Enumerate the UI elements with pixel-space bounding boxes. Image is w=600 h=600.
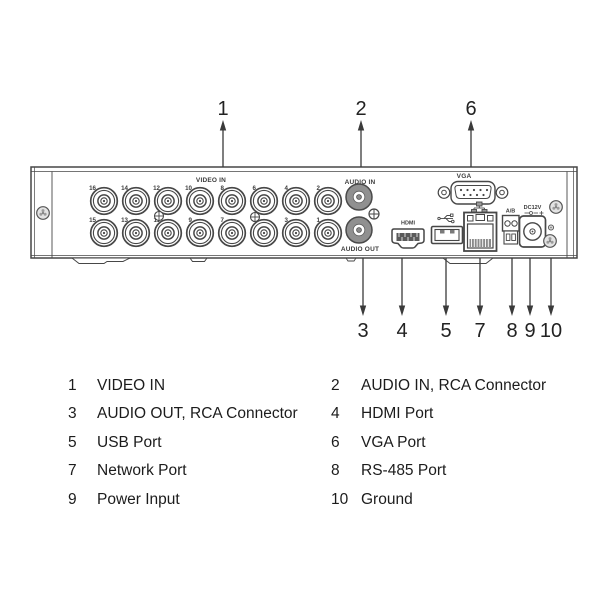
usb-icon [437, 213, 455, 224]
callout-number: 9 [524, 320, 535, 342]
legend: 1 VIDEO IN 2 AUDIO IN, RCA Connector 3 A… [68, 372, 568, 514]
bnc-label: 6 [253, 185, 257, 192]
ground-screw-head [543, 234, 557, 248]
callout-number: 6 [465, 98, 476, 120]
rs485-label: A/B [506, 209, 516, 215]
callout-number: 10 [540, 320, 562, 342]
audio-out-rca [345, 216, 373, 244]
hdmi-port: HDMI [391, 221, 425, 249]
legend-label: VIDEO IN [97, 377, 166, 394]
callout-number: 2 [355, 98, 366, 120]
audio-section: AUDIO IN AUDIO OUT [341, 179, 380, 253]
rs485-port: A/B [501, 209, 520, 245]
legend-row: 3 AUDIO OUT, RCA Connector 4 HDMI Port [68, 400, 568, 428]
legend-label: AUDIO OUT, RCA Connector [97, 405, 298, 423]
bnc-label: 7 [221, 217, 225, 224]
legend-label: VGA Port [361, 433, 426, 451]
hdmi-label: HDMI [401, 221, 416, 227]
polarity-icon [524, 211, 544, 215]
callout-number: 5 [440, 320, 451, 342]
legend-number: 5 [68, 433, 77, 451]
callout-number: 7 [474, 320, 485, 342]
video-in-label: VIDEO IN [196, 177, 226, 184]
bnc-label: 12 [153, 185, 160, 192]
legend-label: USB Port [97, 433, 162, 451]
legend-number: 2 [331, 377, 340, 394]
bnc-label: 15 [89, 217, 96, 224]
vga-pins [459, 188, 489, 197]
vga-port: VGA [437, 173, 509, 205]
foot-left [70, 257, 131, 264]
legend-row: 9 Power Input 10 Ground [68, 486, 568, 514]
bnc-label: 9 [189, 217, 193, 224]
legend-number: 3 [68, 405, 77, 423]
foot-tab [189, 257, 208, 262]
video-in-bnc-grid: VIDEO IN 16 14 12 10 8 6 4 2 15 13 11 9 … [89, 177, 343, 248]
bnc-label: 4 [285, 185, 289, 192]
audio-in-rca [345, 183, 373, 211]
legend-row: 1 VIDEO IN 2 AUDIO IN, RCA Connector [68, 372, 568, 400]
screw-icon [368, 208, 380, 220]
callout-number: 1 [217, 98, 228, 120]
legend-number: 8 [331, 462, 340, 480]
legend-number: 10 [331, 490, 349, 508]
usb-port [430, 213, 464, 245]
ground-screw [543, 224, 557, 248]
vga-screw-hole [495, 186, 509, 199]
foot-tab [345, 257, 357, 262]
panel-screw-icon [36, 206, 50, 220]
legend-number: 7 [68, 462, 77, 480]
legend-label: HDMI Port [361, 405, 434, 423]
bnc-label: 8 [221, 185, 225, 192]
bnc-label: 13 [121, 217, 128, 224]
hdmi-pins [398, 233, 418, 241]
callout-number: 3 [357, 320, 368, 342]
audio-in-label: AUDIO IN [345, 179, 376, 186]
legend-label: Network Port [97, 462, 187, 480]
legend-row: 7 Network Port 8 RS-485 Port [68, 457, 568, 485]
foot-right [441, 257, 495, 264]
legend-label: Ground [361, 490, 413, 508]
legend-row: 5 USB Port 6 VGA Port [68, 429, 568, 457]
legend-label: AUDIO IN, RCA Connector [361, 377, 547, 394]
callout-numbers: 1 2 6 3 4 5 7 8 9 10 [217, 98, 562, 342]
power-input-jack: DC12V [518, 205, 547, 248]
panel-drawing: VIDEO IN 16 14 12 10 8 6 4 2 15 13 11 9 … [30, 98, 578, 342]
network-port [463, 201, 498, 252]
bnc-label: 14 [121, 185, 128, 192]
bnc-label: 10 [185, 185, 192, 192]
bnc-label: 2 [317, 185, 321, 192]
vga-screw-hole [437, 186, 451, 199]
screw-icon [249, 211, 261, 223]
bnc-label: 1 [317, 217, 321, 224]
callout-number: 8 [506, 320, 517, 342]
bnc-label: 16 [89, 185, 96, 192]
rj45-pins [471, 239, 489, 247]
legend-label: RS-485 Port [361, 462, 447, 480]
bnc-label: 3 [285, 217, 289, 224]
legend-number: 4 [331, 405, 340, 423]
vga-label: VGA [457, 173, 472, 180]
callout-arrowheads [219, 120, 555, 316]
panel-screw-icon [549, 200, 563, 214]
audio-out-label: AUDIO OUT [341, 246, 379, 253]
legend-number: 6 [331, 433, 340, 451]
screw-icon [153, 210, 165, 222]
callout-arrows [222, 130, 552, 307]
legend-number: 1 [68, 377, 77, 394]
legend-number: 9 [68, 490, 77, 508]
legend-label: Power Input [97, 490, 180, 508]
callout-number: 4 [396, 320, 407, 342]
power-label: DC12V [524, 205, 542, 211]
